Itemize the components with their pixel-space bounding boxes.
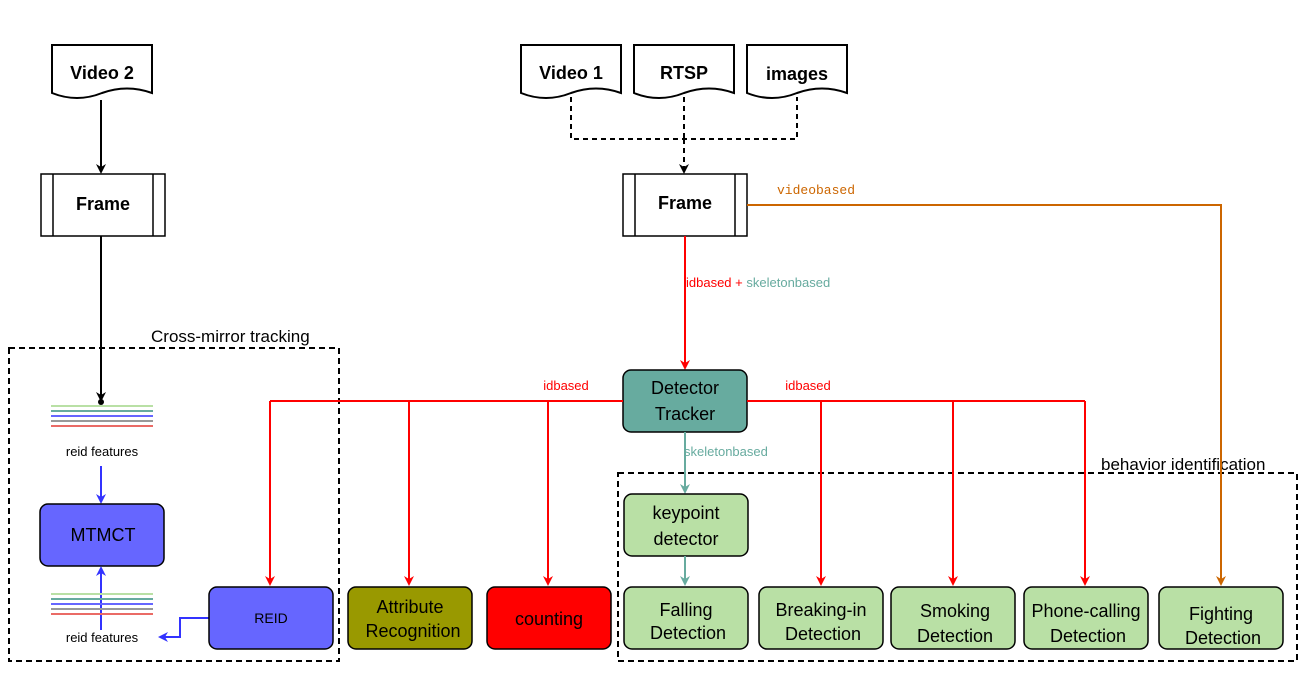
videobased-label: videobased [777, 183, 855, 198]
attribute-recognition-node: Attribute Recognition [347, 586, 473, 650]
skeletonbased-label: skeletonbased [684, 444, 768, 459]
phone-label-line1: Phone-calling [1031, 601, 1140, 621]
fighting-label-line2: Detection [1185, 628, 1261, 648]
frame-left-label: Frame [76, 194, 130, 214]
falling-detection-node: Falling Detection [623, 586, 749, 650]
cross-mirror-label: Cross-mirror tracking [151, 327, 310, 346]
smoking-detection-node: Smoking Detection [890, 586, 1016, 650]
fighting-detection-node: Fighting Detection [1158, 586, 1284, 650]
frame-left: Frame [40, 173, 166, 237]
document-shape [520, 44, 622, 99]
mtmct-node: MTMCT [39, 503, 165, 567]
breaking-in-detection-node: Breaking-in Detection [758, 586, 884, 650]
reid-features-bottom-icon [51, 593, 153, 615]
mtmct-label: MTMCT [71, 525, 136, 545]
arrow-endpoint-dot [98, 399, 104, 405]
keypoint-label-line1: keypoint [652, 503, 719, 523]
keypoint-label-line2: detector [653, 529, 718, 549]
source-rtsp-label: RTSP [660, 63, 708, 83]
frame-right-label: Frame [658, 193, 712, 213]
source-video1-label: Video 1 [539, 63, 603, 83]
document-shape [746, 44, 848, 99]
reid-box [208, 586, 334, 650]
fighting-label-line1: Fighting [1189, 604, 1253, 624]
reid-to-features-arrow [158, 617, 209, 642]
behavior-label: behavior identification [1101, 455, 1265, 474]
counting-label: counting [515, 609, 583, 629]
detector-label-line2: Tracker [655, 404, 715, 424]
phone-calling-detection-box [1023, 586, 1149, 650]
document-shape [51, 44, 153, 99]
reid-features-top-label: reid features [66, 444, 139, 459]
attribute-label-line2: Recognition [365, 621, 460, 641]
document-shape [633, 44, 735, 99]
source-rtsp: RTSP [633, 44, 735, 99]
phone-label-line2: Detection [1050, 626, 1126, 646]
smoking-label-line2: Detection [917, 626, 993, 646]
attribute-recognition-box [347, 586, 473, 650]
source-video2: Video 2 [51, 44, 153, 99]
fighting-detection-box [1158, 586, 1284, 650]
keypoint-detector-node: keypoint detector [623, 493, 749, 557]
breaking-label-line1: Breaking-in [775, 600, 866, 620]
detector-tracker-node: Detector Tracker [622, 369, 748, 433]
smoking-detection-box [890, 586, 1016, 650]
source-video2-label: Video 2 [70, 63, 134, 83]
source-merge-connector [570, 97, 798, 140]
source-images-label: images [766, 64, 828, 84]
detector-label-line1: Detector [651, 378, 719, 398]
reid-features-top-icon [51, 405, 153, 427]
source-video1: Video 1 [520, 44, 622, 99]
phone-calling-detection-node: Phone-calling Detection [1023, 586, 1149, 650]
frame-right: Frame [622, 173, 748, 237]
idbased-right-label: idbased [785, 378, 831, 393]
falling-label-line2: Detection [650, 623, 726, 643]
source-images: images [746, 44, 848, 99]
reid-node: REID [208, 586, 334, 650]
breaking-label-line2: Detection [785, 624, 861, 644]
counting-box [486, 586, 612, 650]
falling-label-line1: Falling [659, 600, 712, 620]
smoking-label-line1: Smoking [920, 601, 990, 621]
idbased-skeletonbased-label: idbased + skeletonbased [686, 275, 830, 290]
reid-features-bottom-label: reid features [66, 630, 139, 645]
behavior-group [617, 472, 1298, 662]
frame-left-box [40, 173, 166, 237]
cross-mirror-group [8, 347, 340, 662]
reid-label: REID [254, 610, 287, 626]
videobased-arrow [747, 204, 1226, 586]
attribute-label-line1: Attribute [376, 597, 443, 617]
counting-node: counting [486, 586, 612, 650]
breaking-in-detection-box [758, 586, 884, 650]
falling-detection-box [623, 586, 749, 650]
idbased-left-label: idbased [543, 378, 589, 393]
